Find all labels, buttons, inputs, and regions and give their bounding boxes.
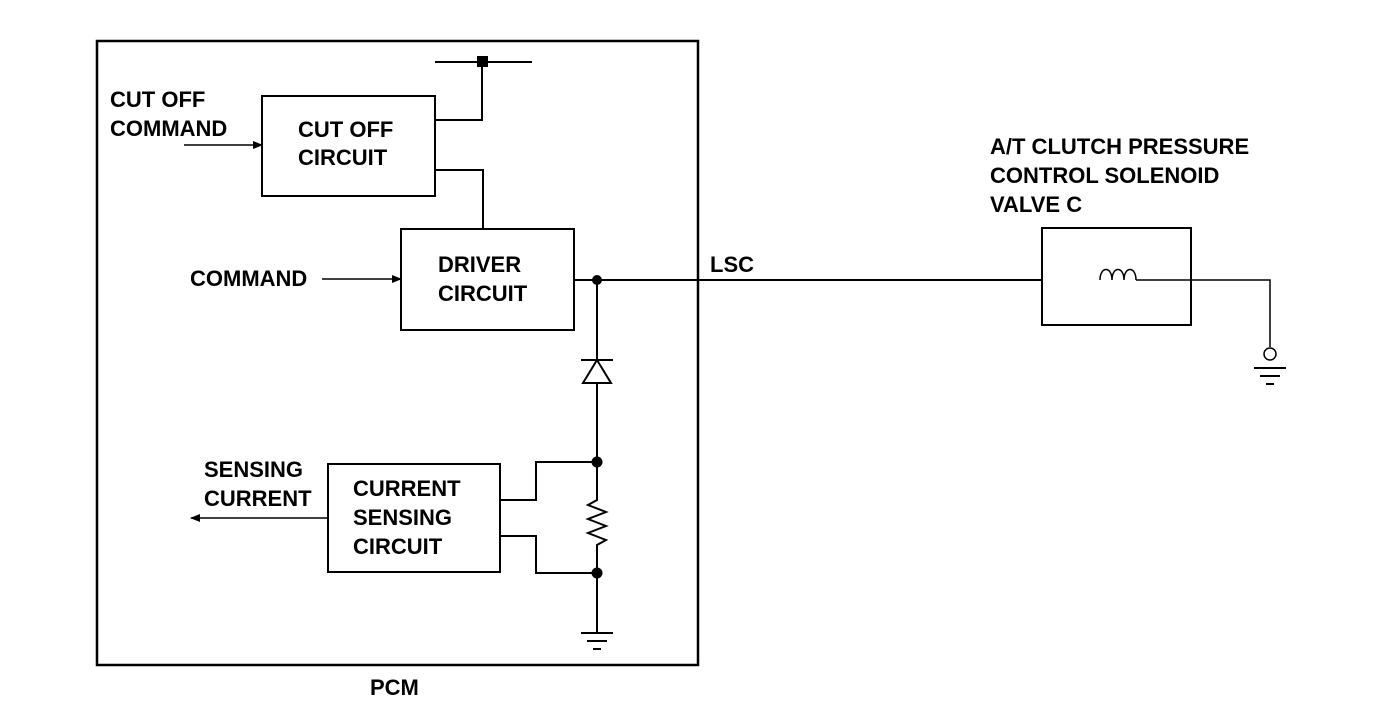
shunt-resistor: [585, 462, 609, 573]
cut-off-circuit-label-1: CUT OFF: [298, 117, 393, 142]
power-supply-node: [477, 56, 488, 67]
solenoid-label-1: A/T CLUTCH PRESSURE: [990, 134, 1249, 159]
wire-upper-sense: [500, 461, 597, 501]
current-sensing-circuit-label-3: CIRCUIT: [353, 534, 443, 559]
driver-circuit-box: [400, 228, 575, 331]
cut-off-circuit-label-2: CIRCUIT: [298, 145, 388, 170]
ground-terminal: [1263, 347, 1277, 361]
pcm-label: PCM: [370, 675, 419, 700]
cut-off-circuit-box: [261, 95, 436, 197]
command-label: COMMAND: [190, 266, 307, 291]
cut-off-command-label-2: COMMAND: [110, 116, 227, 141]
wire-cutoff-to-driver: [435, 169, 484, 229]
lsc-label: LSC: [710, 252, 754, 277]
solenoid-label-3: VALVE C: [990, 192, 1082, 217]
diode-triangle: [581, 358, 613, 384]
solenoid-box: [1041, 227, 1192, 326]
wire-power-to-cutoff: [435, 62, 483, 121]
current-sensing-circuit-box: [327, 463, 501, 573]
driver-circuit-label-2: CIRCUIT: [438, 281, 528, 306]
wire-lower-sense: [500, 535, 597, 574]
cut-off-command-label-1: CUT OFF: [110, 87, 205, 112]
sensing-current-label-1: SENSING: [204, 457, 303, 482]
current-sensing-circuit-label-2: SENSING: [353, 505, 452, 530]
sensing-current-label-2: CURRENT: [204, 486, 312, 511]
driver-circuit-label-1: DRIVER: [438, 252, 521, 277]
solenoid-label-2: CONTROL SOLENOID: [990, 163, 1219, 188]
pcm-frame: [95, 39, 700, 667]
wire-solenoid-to-ground: [1136, 279, 1271, 347]
current-sensing-circuit-label-1: CURRENT: [353, 476, 461, 501]
solenoid-coil: [1099, 268, 1137, 281]
